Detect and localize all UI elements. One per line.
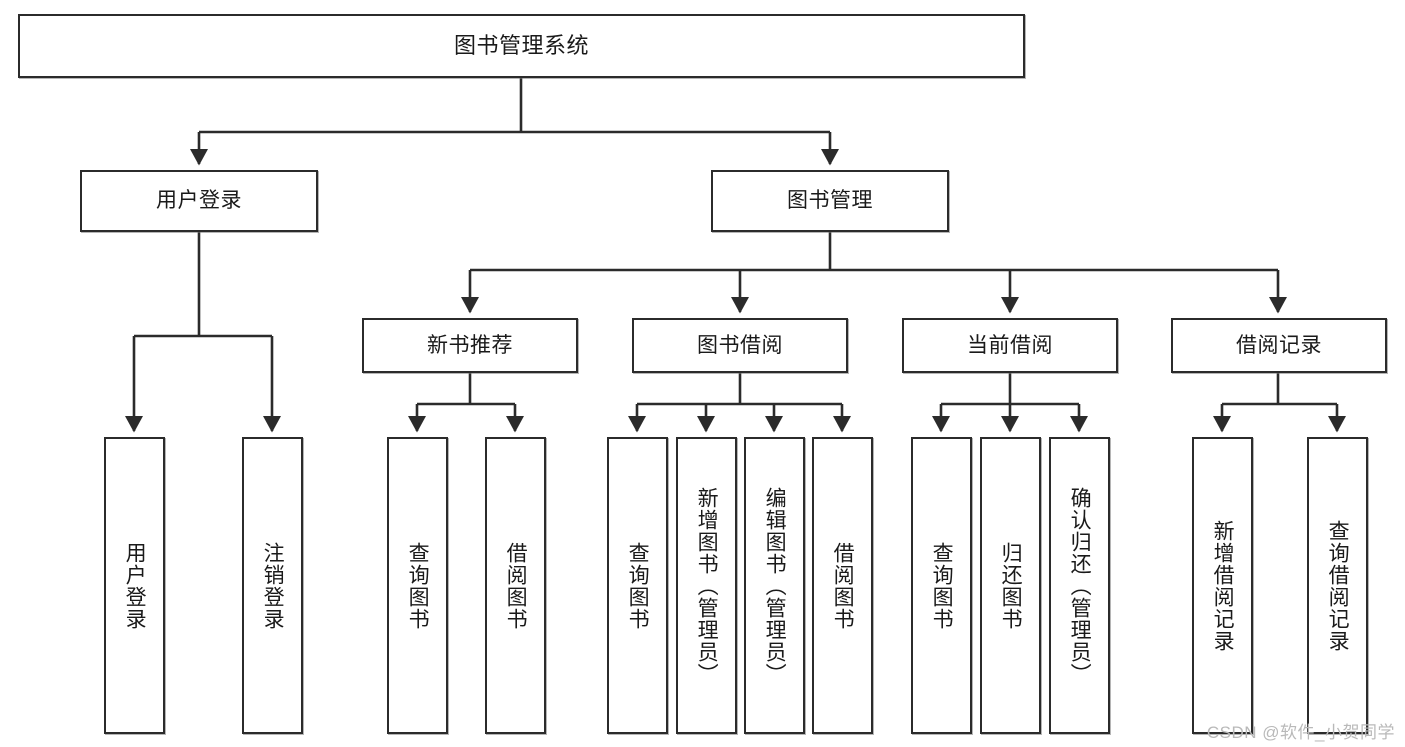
leaf-logout[interactable]: 注销登录 — [242, 437, 303, 734]
node-label: 图书管理 — [787, 189, 873, 213]
node-label: 确认归还（管理员） — [1068, 486, 1092, 685]
node-book-management[interactable]: 图书管理 — [711, 170, 949, 232]
node-label: 图书管理系统 — [453, 32, 589, 58]
leaf-query-borrow-record[interactable]: 查询借阅记录 — [1307, 437, 1368, 734]
node-label: 当前借阅 — [967, 333, 1053, 357]
node-label: 用户登录 — [123, 541, 147, 630]
leaf-return-book[interactable]: 归还图书 — [980, 437, 1041, 734]
leaf-add-borrow-record[interactable]: 新增借阅记录 — [1192, 437, 1253, 734]
node-label: 归还图书 — [999, 541, 1023, 630]
node-root-book-management-system[interactable]: 图书管理系统 — [18, 14, 1025, 78]
leaf-borrow-book-new-book[interactable]: 借阅图书 — [485, 437, 546, 734]
leaf-borrow-book[interactable]: 借阅图书 — [812, 437, 873, 734]
node-book-borrow[interactable]: 图书借阅 — [632, 318, 848, 373]
node-label: 注销登录 — [261, 541, 285, 630]
node-label: 编辑图书（管理员） — [763, 486, 787, 685]
node-borrow-record[interactable]: 借阅记录 — [1171, 318, 1387, 373]
node-label: 查询图书 — [626, 541, 650, 630]
node-label: 新增借阅记录 — [1211, 519, 1235, 652]
leaf-add-book-admin[interactable]: 新增图书（管理员） — [676, 437, 737, 734]
node-label: 借阅图书 — [504, 541, 528, 630]
leaf-confirm-return-admin[interactable]: 确认归还（管理员） — [1049, 437, 1110, 734]
node-label: 借阅图书 — [831, 541, 855, 630]
leaf-query-book-borrow[interactable]: 查询图书 — [607, 437, 668, 734]
node-label: 新增图书（管理员） — [695, 486, 719, 685]
node-user-login[interactable]: 用户登录 — [80, 170, 318, 232]
leaf-query-book-current[interactable]: 查询图书 — [911, 437, 972, 734]
leaf-query-book-new-book[interactable]: 查询图书 — [387, 437, 448, 734]
node-label: 新书推荐 — [427, 333, 513, 357]
node-label: 查询图书 — [406, 541, 430, 630]
node-label: 查询图书 — [930, 541, 954, 630]
leaf-user-login[interactable]: 用户登录 — [104, 437, 165, 734]
node-label: 图书借阅 — [697, 333, 783, 357]
node-label: 查询借阅记录 — [1326, 519, 1350, 652]
leaf-edit-book-admin[interactable]: 编辑图书（管理员） — [744, 437, 805, 734]
watermark: CSDN @软件_小贺同学 — [1206, 723, 1395, 742]
node-current-borrow[interactable]: 当前借阅 — [902, 318, 1118, 373]
node-label: 用户登录 — [156, 189, 242, 213]
node-label: 借阅记录 — [1236, 333, 1322, 357]
node-new-book-recommendation[interactable]: 新书推荐 — [362, 318, 578, 373]
